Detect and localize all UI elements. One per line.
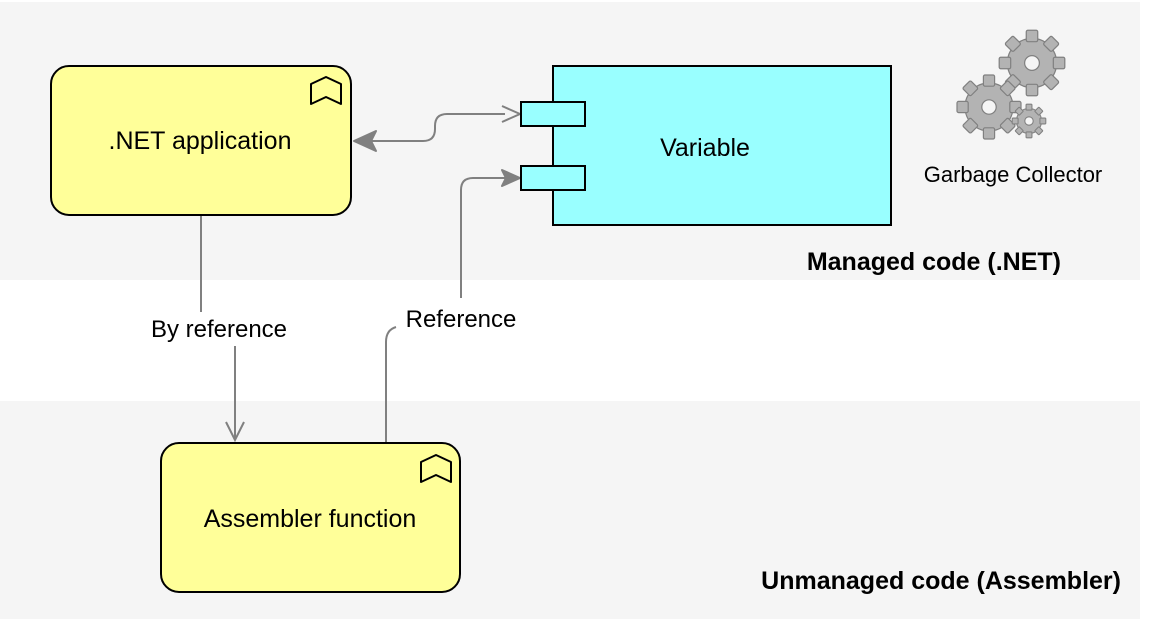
unmanaged-zone-label: Unmanaged code (Assembler) [761,567,1121,595]
variable-label: Variable [660,134,750,162]
variable-node[interactable]: Variable [520,65,892,226]
application-function-icon [420,454,452,483]
net-application-node[interactable]: .NET application [50,65,352,216]
gears-icon [956,29,1066,140]
reference-label: Reference [406,306,517,333]
managed-zone-label: Managed code (.NET) [807,248,1061,276]
assembler-function-node[interactable]: Assembler function [160,442,461,593]
reference-connector[interactable] [385,169,521,442]
by-reference-label: By reference [151,316,287,343]
component-port-upper [520,101,586,127]
assembler-function-label: Assembler function [204,505,417,533]
net-application-label: .NET application [109,127,292,155]
application-function-icon [310,76,342,105]
by-reference-connector[interactable] [200,216,245,443]
garbage-collector-node[interactable]: Garbage Collector [924,29,1103,187]
component-port-lower [520,165,586,191]
garbage-collector-label: Garbage Collector [924,162,1103,187]
